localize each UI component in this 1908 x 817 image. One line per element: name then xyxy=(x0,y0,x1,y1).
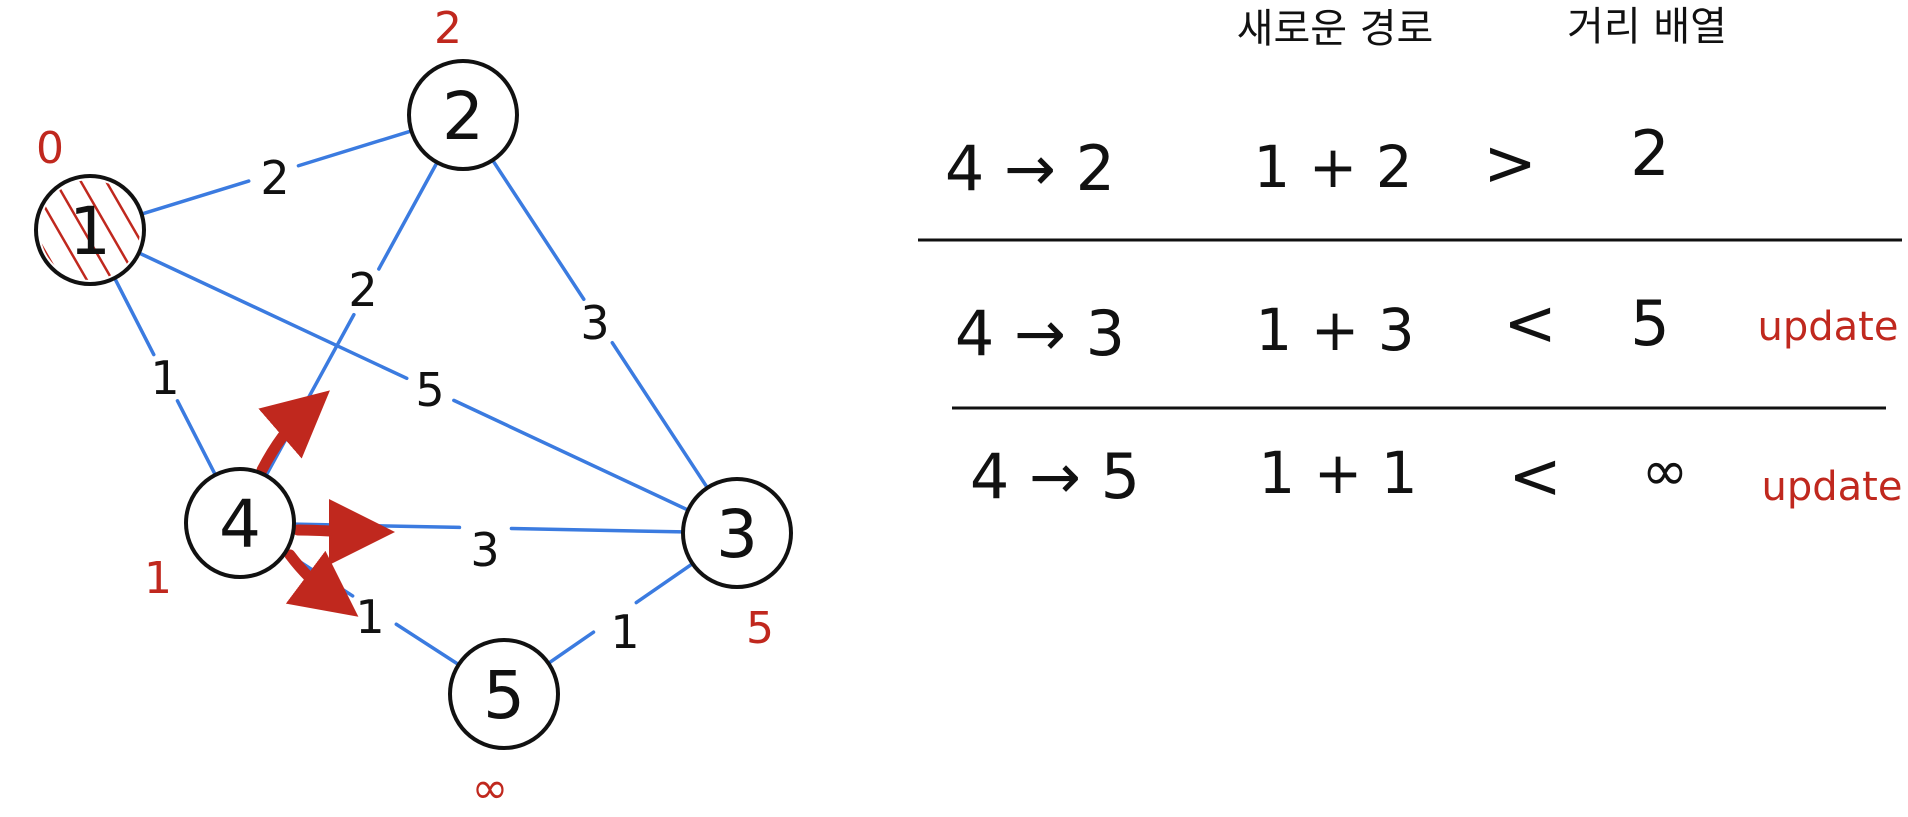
edge-segment xyxy=(490,158,586,302)
edge-segment xyxy=(112,276,156,357)
edge-weight: 2 xyxy=(260,151,289,205)
node-distance: 2 xyxy=(434,3,462,54)
edge-weight: 3 xyxy=(580,296,609,350)
row-sum: 1 + 1 xyxy=(1258,439,1417,507)
visited-hatch xyxy=(40,180,140,280)
edge-weight: 1 xyxy=(610,605,639,659)
table-row: 4 → 5 1 + 1 < ∞ update xyxy=(970,439,1903,514)
graph-edge: 1 xyxy=(546,561,695,666)
table-row: 4 → 3 1 + 3 < 5 update xyxy=(955,287,1899,370)
relaxation-arrows xyxy=(256,390,395,617)
row-compare: < xyxy=(1503,287,1557,361)
edge-weight: 1 xyxy=(150,351,179,405)
node-label: 2 xyxy=(442,78,484,155)
graph-node: 22 xyxy=(407,3,519,171)
row-path: 4 → 5 xyxy=(970,440,1140,513)
header-new-path: 새로운 경로 xyxy=(1237,6,1434,52)
edge-segment xyxy=(546,630,596,666)
table-row: 4 → 2 1 + 2 > 2 xyxy=(945,117,1670,205)
node-distance: 1 xyxy=(144,553,172,604)
header-distance-array: 거리 배열 xyxy=(1567,4,1727,50)
row-current-distance: ∞ xyxy=(1642,439,1689,504)
graph-edge: 1 xyxy=(112,276,218,477)
edge-segment xyxy=(139,179,251,216)
node-distance: 0 xyxy=(36,123,64,174)
relax-arrow xyxy=(256,390,330,476)
edge-segment xyxy=(296,129,414,168)
graph-edge: 5 xyxy=(137,251,690,512)
edge-weight: 3 xyxy=(470,523,499,577)
graph-node: 35 xyxy=(681,477,793,654)
node-label: 5 xyxy=(483,657,525,734)
edge-weight: 2 xyxy=(348,263,377,317)
node-label: 4 xyxy=(219,486,261,563)
row-note: update xyxy=(1758,304,1899,350)
edge-segment xyxy=(137,251,409,381)
edge-segment xyxy=(452,398,690,512)
relaxation-table: 새로운 경로 거리 배열 4 → 2 1 + 2 > 2 4 → 3 1 + 3… xyxy=(918,4,1902,514)
row-compare: > xyxy=(1483,127,1537,201)
row-sum: 1 + 2 xyxy=(1253,133,1412,201)
node-label: 3 xyxy=(716,496,758,573)
graph-edge: 3 xyxy=(490,158,710,490)
node-label: 1 xyxy=(69,193,111,270)
graph-node: 10 xyxy=(34,123,146,286)
edge-segment xyxy=(634,561,695,605)
graph-node: 41 xyxy=(144,467,296,604)
edge-segment xyxy=(264,312,356,478)
graph-edge: 3 xyxy=(292,522,685,577)
node-circle xyxy=(681,477,793,589)
row-note: update xyxy=(1762,464,1903,510)
row-path: 4 → 2 xyxy=(945,132,1115,205)
node-circle xyxy=(448,638,560,750)
graph-edge: 2 xyxy=(139,129,414,216)
edge-segment xyxy=(610,341,710,490)
graph-node: 5∞ xyxy=(448,638,560,814)
edge-segment xyxy=(175,399,218,477)
row-current-distance: 5 xyxy=(1630,287,1669,360)
edge-segment xyxy=(509,526,685,534)
edge-segment xyxy=(377,160,439,271)
node-circle xyxy=(407,59,519,171)
edge-weight: 5 xyxy=(415,363,444,417)
row-path: 4 → 3 xyxy=(955,297,1125,370)
relax-arrow xyxy=(284,549,359,617)
row-sum: 1 + 3 xyxy=(1255,296,1414,364)
edge-weight: 1 xyxy=(355,590,384,644)
node-distance: ∞ xyxy=(472,763,509,814)
node-distance: 5 xyxy=(746,603,774,654)
row-current-distance: 2 xyxy=(1630,117,1669,190)
row-compare: < xyxy=(1508,440,1562,514)
node-circle xyxy=(184,467,296,579)
edge-segment xyxy=(394,622,461,667)
relax-arrow xyxy=(292,498,395,565)
graph-edge: 1 xyxy=(283,550,461,667)
